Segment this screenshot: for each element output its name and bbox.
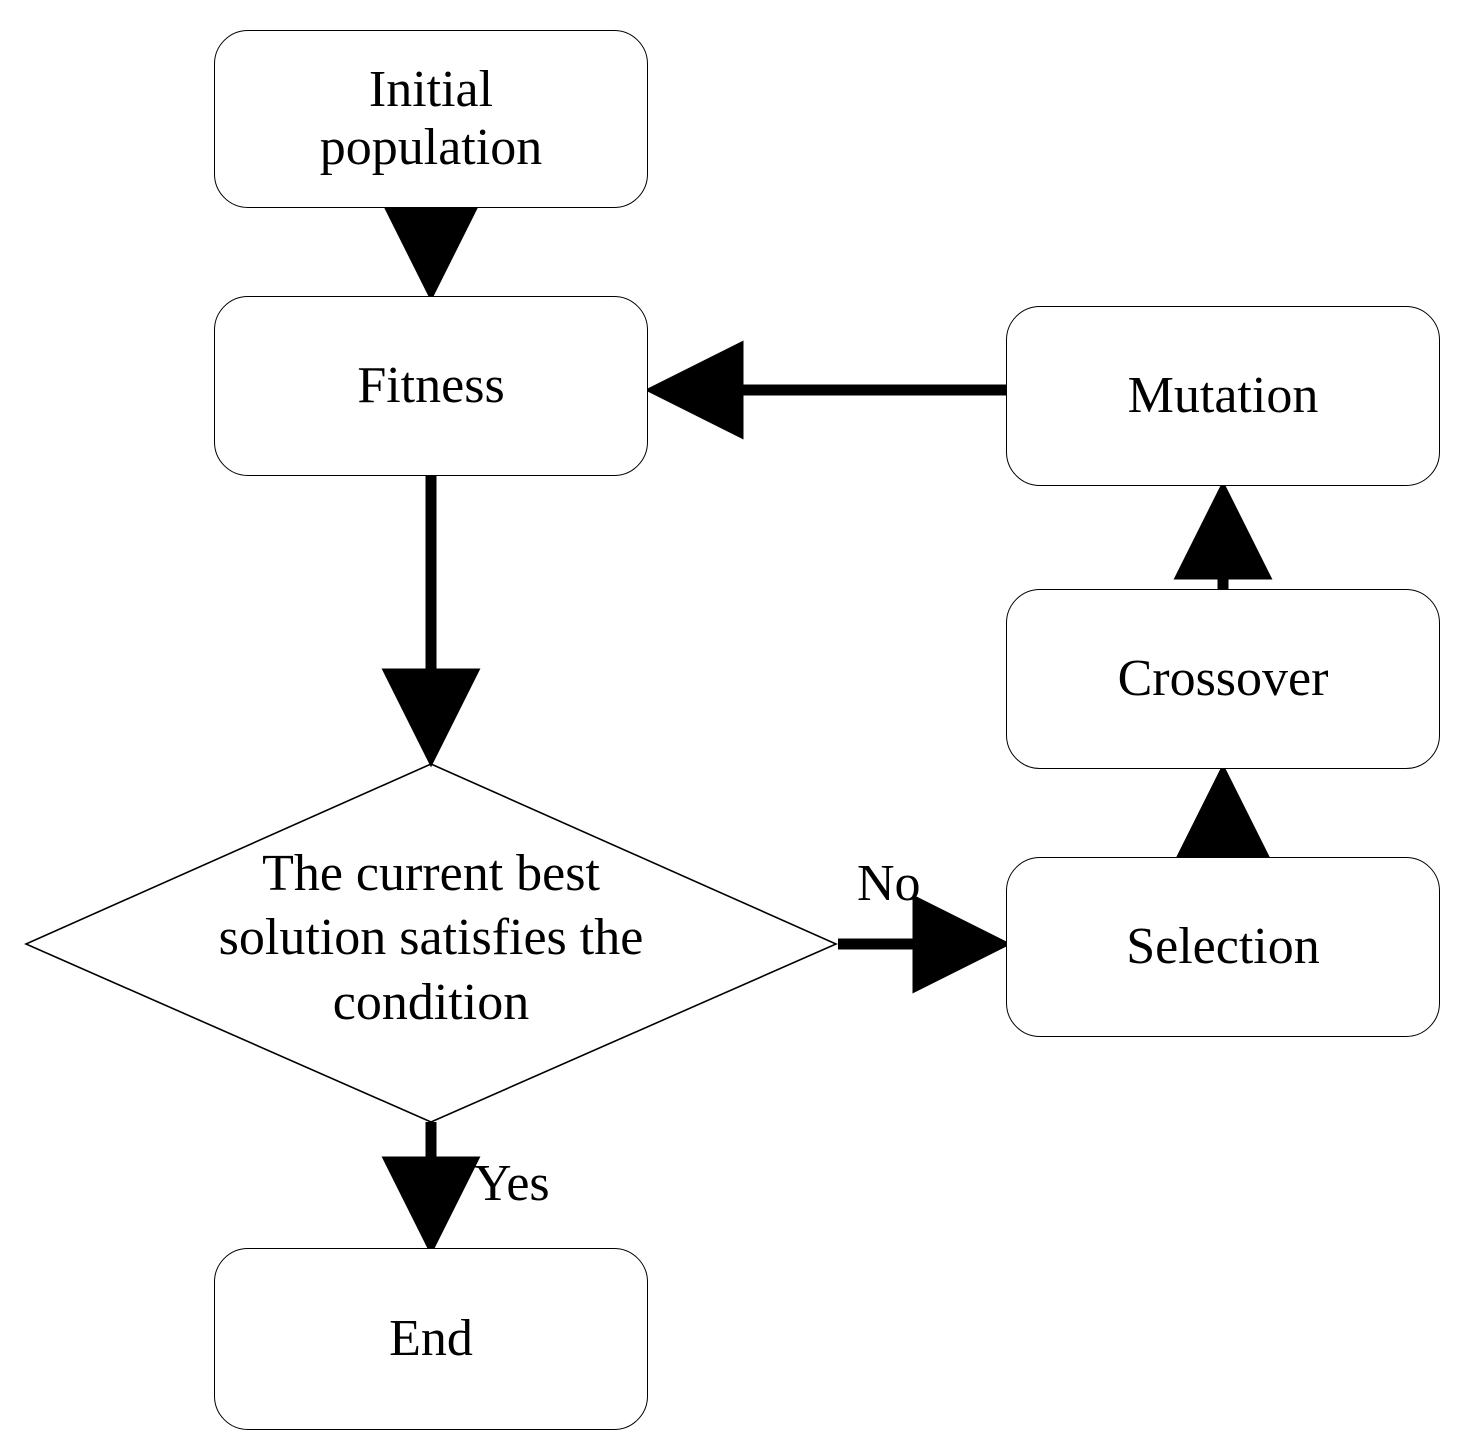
node-crossover[interactable]: Crossover [1006, 589, 1440, 769]
node-end-label: End [389, 1309, 473, 1367]
decision-diamond-shape [24, 763, 838, 1123]
node-initial-population-label: Initial population [319, 60, 543, 176]
edge-label-no: No [857, 855, 921, 912]
node-selection[interactable]: Selection [1006, 857, 1440, 1037]
node-fitness-label: Fitness [357, 356, 505, 414]
node-end[interactable]: End [214, 1248, 648, 1430]
edge-label-yes: Yes [474, 1155, 550, 1212]
node-crossover-label: Crossover [1117, 649, 1329, 707]
node-fitness[interactable]: Fitness [214, 296, 648, 476]
node-initial-population[interactable]: Initial population [214, 30, 648, 208]
node-selection-label: Selection [1126, 917, 1320, 975]
node-mutation-label: Mutation [1127, 366, 1319, 424]
node-mutation[interactable]: Mutation [1006, 306, 1440, 486]
